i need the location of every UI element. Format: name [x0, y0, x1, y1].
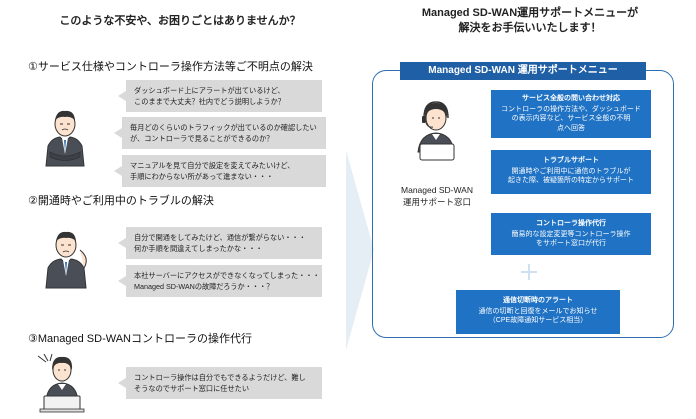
bubble-line: マニュアルを見て自分で設定を変えてみたいけど、	[130, 161, 295, 170]
section-heading-3: ③Managed SD-WANコントローラの操作代行	[28, 333, 252, 345]
service-line: の表示内容など、サービス全般の不明	[511, 115, 631, 122]
bubble-line: Managed SD-WANの故障だろうか・・・？	[134, 282, 274, 291]
big-arrow	[346, 150, 374, 350]
left-title: このような不安や、お困りごとはありませんか？	[59, 15, 301, 27]
support-menu-header: Managed SD-WAN 運用サポートメニュー	[400, 62, 646, 80]
bubble-line: 本社サーバーにアクセスができなくなってしまった・・・	[134, 271, 320, 280]
bubble-line: 毎月どのくらいのトラフィックが出ているのか確認したい	[130, 123, 317, 132]
service-title: 通信切断時のアラート	[503, 297, 573, 304]
concern-bubble: コントローラ操作は自分でもできるようだけど、難し そうなのでサポート窓口に任せた…	[118, 367, 322, 399]
service-line: 簡易的な設定変更等コントローラ操作	[511, 230, 631, 238]
service-general-inquiry: サービス全般の問い合わせ対応 コントローラの操作方法や、ダッシュボード の表示内…	[491, 90, 651, 138]
plus-icon-bar	[521, 271, 537, 273]
troubled-man-icon	[45, 231, 87, 289]
bubble-line: このままで大丈夫？社内でどう説明しようか？	[134, 97, 285, 106]
service-line: 開通時やご利用中に通信のトラブルが	[511, 167, 631, 175]
bubble-line: 自分で開通をしてみたけど、通信が繋がらない・・・	[134, 233, 306, 242]
woman-laptop-icon	[37, 353, 85, 413]
service-disconnect-alert: 通信切断時のアラート 通信の切断と回復をメールでお知らせ （CPE故障通知サービ…	[456, 290, 620, 334]
service-line: 起きた際、被疑箇所の特定からサポート	[508, 177, 634, 184]
service-line: 点へ回答	[557, 124, 585, 132]
service-trouble-support: トラブルサポート 開通時やご利用中に通信のトラブルが 起きた際、被疑箇所の特定か…	[491, 150, 651, 194]
worried-man-icon	[45, 110, 85, 167]
service-title: コントローラ操作代行	[536, 220, 606, 227]
service-title: トラブルサポート	[543, 157, 599, 164]
concern-bubble: ダッシュボード上にアラートが出ているけど、 このままで大丈夫？社内でどう説明しよ…	[118, 80, 322, 112]
service-line: をサポート窓口が代行	[536, 240, 606, 247]
bubble-line: 何か手順を間違えてしまったかな・・・	[134, 244, 263, 253]
service-line: （CPE故障通知サービス相当）	[488, 317, 588, 324]
concern-bubble: 自分で開通をしてみたけど、通信が繋がらない・・・ 何か手順を間違えてしまったかな…	[118, 227, 322, 259]
right-title-line2: 解決をお手伝いいたします！	[458, 22, 602, 34]
bubble-line: が、コントローラで見ることができるのか？	[130, 134, 274, 143]
service-controller-operation: コントローラ操作代行 簡易的な設定変更等コントローラ操作 をサポート窓口が代行	[491, 213, 651, 255]
service-title: サービス全般の問い合わせ対応	[522, 95, 620, 102]
desk-label-line2: 運用サポート窓口	[402, 197, 471, 207]
service-line: 通信の切断と回復をメールでお知らせ	[478, 307, 598, 315]
concern-bubble: 毎月どのくらいのトラフィックが出ているのか確認したい が、コントローラで見ること…	[114, 117, 326, 149]
section-heading-2: ②開通時やご利用中のトラブルの解決	[28, 195, 214, 207]
desk-label-line1: Managed SD-WAN	[401, 185, 473, 195]
bubble-line: ダッシュボード上にアラートが出ているけど、	[134, 86, 285, 95]
service-line: コントローラの操作方法や、ダッシュボード	[501, 105, 641, 113]
right-title-line1: Managed SD-WAN運用サポートメニューが	[421, 7, 639, 19]
bubble-line: 手順にわからない所があって進まない・・・	[130, 172, 274, 181]
bubble-line: コントローラ操作は自分でもできるようだけど、難し	[134, 373, 306, 382]
bubble-line: そうなのでサポート窓口に任せたい	[134, 384, 250, 393]
concern-bubble: マニュアルを見て自分で設定を変えてみたいけど、 手順にわからない所があって進まな…	[114, 155, 326, 187]
support-desk-label: Managed SD-WAN 運用サポート窓口	[382, 184, 492, 208]
support-operator-icon	[417, 101, 455, 161]
concern-bubble: 本社サーバーにアクセスができなくなってしまった・・・ Managed SD-WA…	[118, 265, 322, 297]
section-heading-1: ①サービス仕様やコントローラ操作方法等ご不明点の解決	[28, 61, 313, 73]
right-title: Managed SD-WAN運用サポートメニューが 解決をお手伝いいたします！	[380, 6, 680, 36]
